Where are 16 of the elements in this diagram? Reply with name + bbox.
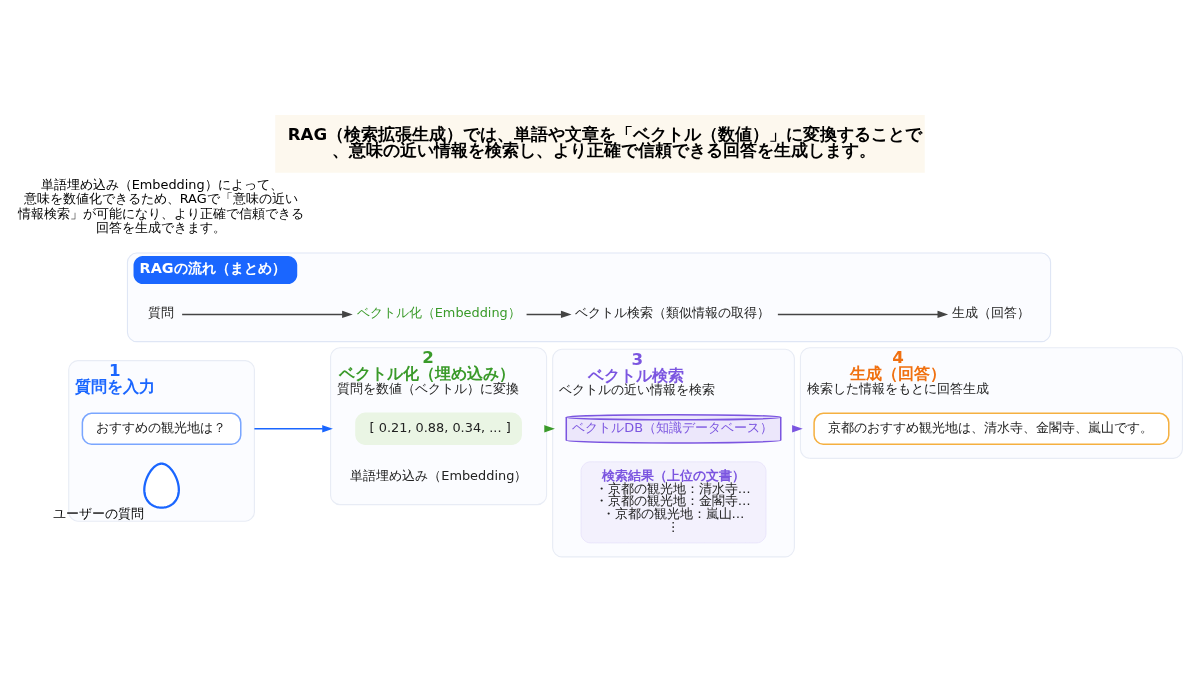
node-text: 単語埋め込み（Embedding）	[350, 468, 528, 484]
node-box: [ 0.21, 0.88, 0.34, ... ]	[355, 412, 522, 446]
arrow	[777, 310, 949, 319]
node-box: 京都のおすすめ観光地は、清水寺、金閣寺、嵐山です。	[813, 412, 1170, 446]
label: 単語埋め込み（Embedding）によって、意味を数値化できるため、RAGで「意味の近い情報検索」が可能になり、より正確で信頼できる回答を生成できます。	[17, 177, 304, 236]
node-label: ユーザーの質問	[52, 505, 144, 521]
arrow	[525, 310, 572, 319]
arrow	[253, 425, 333, 433]
node-text: 質問	[148, 305, 175, 321]
diagram-title: RAG（検索拡張生成）では、単語や文章を「ベクトル（数値）」に変換することで、意味の近い情報を検索し、より正確で信頼できる回答を生成します。	[287, 124, 923, 161]
node-person	[143, 462, 180, 509]
node-text: ベクトル化（Embedding）	[356, 305, 521, 321]
node-box: おすすめの観光地は？	[81, 412, 242, 446]
node-text: ベクトル検索（類似情報の取得）	[575, 305, 771, 321]
arrow	[181, 310, 353, 319]
node-text: 生成（回答）	[952, 305, 1031, 321]
